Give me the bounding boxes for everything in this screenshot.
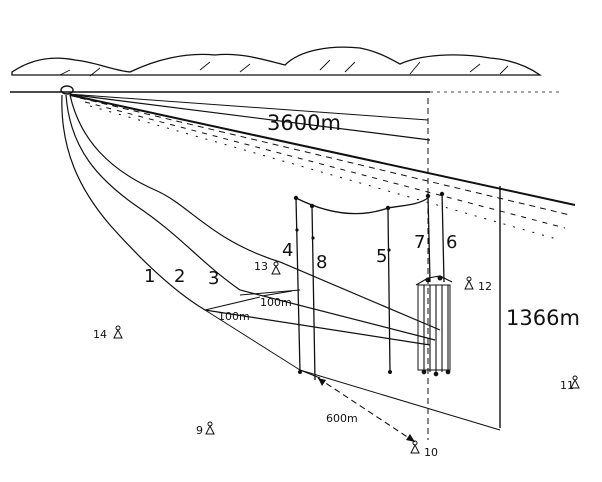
cable-2	[65, 94, 436, 341]
spacing-100m-a-label: 100m	[218, 310, 250, 323]
central-array	[415, 275, 453, 377]
label-6: 6	[446, 232, 457, 253]
string-7-line	[427, 194, 431, 283]
label-4: 4	[282, 240, 293, 261]
seafloor-slope	[69, 94, 576, 241]
spacing-100m: 100m 100m	[204, 290, 293, 323]
spacing-100m-b-label: 100m	[260, 296, 292, 309]
spacing-600m: 600m	[317, 377, 416, 443]
marker-12: 12	[464, 276, 492, 293]
shore-station	[60, 85, 74, 95]
length-dimension: 3 600m	[67, 93, 429, 440]
cable-1	[61, 94, 431, 346]
label-7: 7	[414, 232, 425, 253]
label-3: 3	[208, 268, 219, 289]
label-2: 2	[174, 266, 185, 287]
marker-11: 11	[560, 375, 580, 392]
string-6-line	[441, 191, 445, 283]
length-label: 3600m	[267, 111, 341, 135]
markers: 9 10 11 12 13 14	[93, 260, 580, 459]
svg-text:12: 12	[478, 280, 492, 293]
depth-label: 1366m	[506, 306, 580, 330]
svg-text:11: 11	[560, 379, 574, 392]
label-8: 8	[316, 252, 327, 273]
marker-10: 10	[410, 440, 438, 459]
svg-text:14: 14	[93, 328, 107, 341]
marker-14: 14	[93, 325, 123, 341]
svg-text:13: 13	[254, 260, 268, 273]
label-5: 5	[376, 246, 387, 267]
marker-13: 13	[254, 260, 281, 275]
mountains	[11, 46, 543, 77]
strings	[295, 191, 445, 381]
marker-9: 9	[196, 421, 215, 437]
svg-text:9: 9	[196, 424, 203, 437]
string-8-line	[311, 205, 316, 381]
cable-3	[69, 94, 441, 331]
string-nodes	[293, 191, 445, 374]
string-5-line	[387, 209, 391, 373]
string-labels: 1 2 3 4 5 6 7 8	[144, 232, 457, 289]
depth-dimension: 1366m	[499, 186, 580, 428]
cables	[61, 94, 441, 346]
spacing-600m-label: 600m	[326, 412, 358, 425]
label-1: 1	[144, 266, 155, 287]
string-4-line	[295, 197, 301, 373]
svg-text:10: 10	[424, 446, 438, 459]
